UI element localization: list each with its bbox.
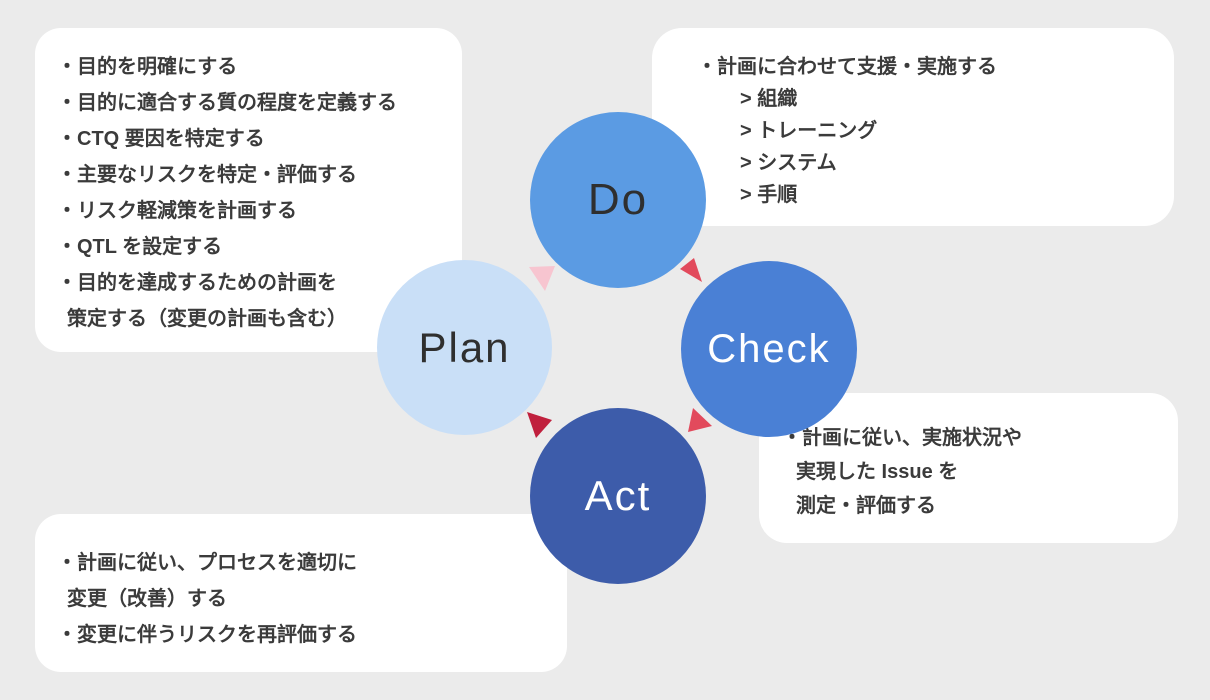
plan-note-line: ・CTQ 要因を特定する: [57, 128, 265, 150]
plan-note-line: ・目的に適合する質の程度を定義する: [57, 92, 397, 114]
do-circle: Do: [530, 112, 706, 288]
do-note-line: > システム: [740, 152, 837, 174]
do-note-line: ・計画に合わせて支援・実施する: [697, 56, 997, 78]
plan-circle-label: Plan: [418, 323, 511, 371]
plan-circle: Plan: [377, 260, 552, 435]
plan-note-line: 策定する（変更の計画も含む）: [67, 308, 347, 330]
check-notes-card: ・計画に従い、実施状況や 実現した Issue を 測定・評価する: [759, 393, 1178, 543]
do-note-line: > 組織: [740, 88, 798, 110]
arrow-do-to-check: [680, 258, 702, 282]
check-note-line: ・計画に従い、実施状況や: [782, 427, 1022, 449]
plan-note-line: ・QTL を設定する: [57, 236, 223, 258]
do-note-line: > 手順: [740, 184, 798, 206]
check-circle-label: Check: [707, 326, 831, 371]
check-note-line: 実現した Issue を: [796, 461, 959, 483]
plan-note-line: ・主要なリスクを特定・評価する: [57, 164, 357, 186]
act-note-line: ・計画に従い、プロセスを適切に: [57, 552, 357, 574]
act-circle: Act: [530, 408, 706, 584]
plan-note-line: ・目的を明確にする: [57, 56, 238, 78]
do-circle-label: Do: [587, 175, 649, 224]
check-note-line: 測定・評価する: [796, 495, 936, 517]
act-note-line: 変更（改善）する: [67, 588, 227, 610]
plan-note-line: ・目的を達成するための計画を: [57, 272, 337, 294]
check-circle: Check: [681, 261, 857, 437]
do-note-line: > トレーニング: [740, 120, 878, 142]
plan-note-line: ・リスク軽減策を計画する: [57, 200, 297, 222]
plan-notes-card: ・目的を明確にする ・目的に適合する質の程度を定義する ・CTQ 要因を特定する…: [35, 28, 462, 352]
act-note-line: ・変更に伴うリスクを再評価する: [57, 624, 357, 646]
act-circle-label: Act: [584, 472, 652, 519]
arrow-plan-to-do: [529, 266, 555, 291]
arrow-act-to-plan: [527, 412, 552, 438]
do-notes-card: ・計画に合わせて支援・実施する > 組織 > トレーニング > システム > 手…: [652, 28, 1174, 226]
act-notes-card: ・計画に従い、プロセスを適切に 変更（改善）する ・変更に伴うリスクを再評価する: [35, 514, 567, 672]
